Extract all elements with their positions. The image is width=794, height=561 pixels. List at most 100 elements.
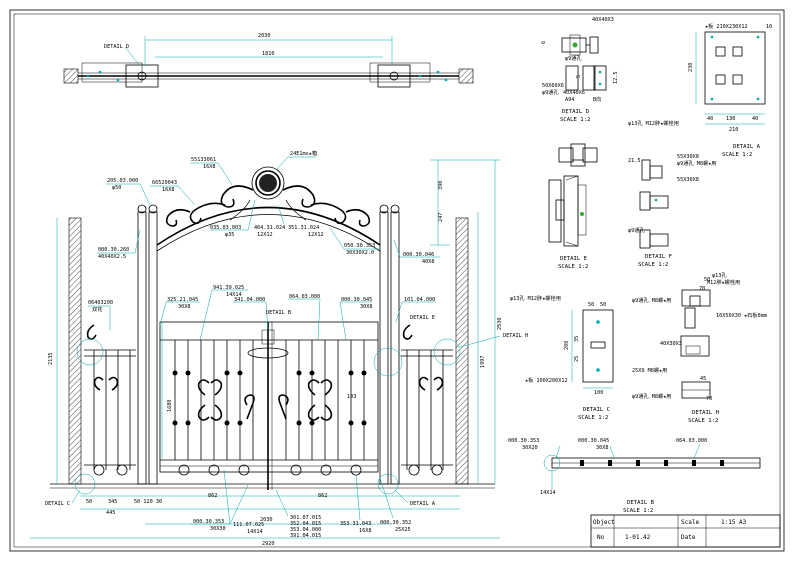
callout-101: 101.04.000 — [404, 297, 435, 303]
detail-d: 40X40X3 6 φ9通孔 50X60X6 φ9通孔 40X40X6 A94 … — [541, 17, 619, 123]
dim-arch-h1: 390 — [438, 181, 444, 190]
detail-c-c5: 35 — [574, 336, 580, 342]
detail-f: 55X30X8 φ9通孔 M8螺★用 55X30X8 21.5 φ9通孔 DET… — [628, 154, 717, 268]
callout-000-045: 000.30.045 — [341, 297, 372, 303]
callout-064: 064.03.000 — [289, 294, 320, 300]
title-block: Object Scale 1:15 A3 No 1-01.42 Date — [590, 514, 781, 548]
date-label: Date — [681, 534, 696, 541]
object-label: Object — [593, 519, 615, 526]
detail-c-scale: SCALE 1:2 — [578, 415, 608, 421]
leaf-bars — [172, 340, 367, 476]
detail-d-hole: φ9通孔 — [565, 54, 582, 62]
callout-351-sub: 12X12 — [308, 232, 324, 238]
detail-a-plate: ★板 210X230X12 — [705, 22, 748, 30]
scale-value: 1:15 A3 — [721, 519, 747, 526]
dim-103: 103 — [347, 394, 356, 400]
detail-d-scale: SCALE 1:2 — [560, 117, 590, 123]
detail-a: ★板 210X230X12 10 230 40 130 40 210 φ13孔 … — [628, 22, 772, 158]
detail-h-h11: 70 — [706, 396, 712, 402]
dim-post-h: 1680 — [167, 400, 173, 413]
callout-0640-sub: 双花 — [92, 305, 102, 313]
gate-elevation: 2135 2530 1997 390 247 1680 103 50 345 5… — [30, 149, 528, 547]
detail-h-h8: 25X9 M8螺★用 — [632, 366, 667, 374]
callout-341: 341.04.000 — [234, 297, 265, 303]
detail-a-w1: 40 — [707, 116, 713, 122]
callout-353: 353.31.043 — [340, 521, 371, 527]
detail-b-b5: 064.03.000 — [676, 438, 707, 444]
detail-c-c6: 25 — [574, 356, 580, 362]
detail-d-d1: 40X40X3 — [592, 17, 614, 23]
detail-c-c4: 100 — [594, 390, 603, 396]
dim-height-right: 2530 — [497, 318, 503, 331]
detail-h: φ13孔 M12肨★螺栓用 50 70 φ9通孔 M8螺★用 10X50X30 … — [632, 271, 767, 424]
detail-d-d3: 50X60X6 — [542, 83, 564, 89]
elevation-callouts: 205.03.000 φ50 66520043 16X8 55133061 16… — [45, 149, 528, 539]
left-wall — [68, 217, 82, 485]
dim-leaf-left: 862 — [208, 493, 217, 499]
detail-h-title: DETAIL H — [692, 410, 719, 416]
callout-205-sub: φ50 — [112, 185, 121, 191]
callout-404: 404.31.024 — [254, 225, 285, 231]
callout-111: 111.07.025 — [233, 522, 264, 528]
callout-000-352-sub: 25X25 — [395, 527, 411, 533]
detail-b-b1: 000.30.353 — [508, 438, 539, 444]
callout-000-353b: 000.30.353 — [193, 519, 224, 525]
sheet-inner-border — [13, 13, 781, 548]
detail-d-d4: 6 — [541, 41, 547, 44]
detail-b-b2: 30X20 — [522, 445, 538, 451]
callout-000-353b-sub: 30X30 — [210, 526, 226, 532]
callout-325-sub: 30X8 — [178, 304, 191, 310]
callout-035-sub: φ35 — [225, 232, 234, 238]
detail-a-wtotal: 210 — [729, 127, 738, 133]
callout-353-sub: 16X8 — [359, 528, 372, 534]
callout-000-352: 000.30.352 — [380, 520, 411, 526]
detail-d-tag: DETAIL D — [104, 44, 129, 50]
detail-a-h2: 10 — [766, 24, 772, 30]
detail-d-hole2: φ9通孔 — [542, 88, 559, 96]
detail-a-title: DETAIL A — [733, 144, 761, 150]
detail-d-title: DETAIL D — [562, 109, 590, 115]
callout-111-sub: 14X14 — [247, 529, 263, 535]
callout-941: 941.39.025 — [213, 285, 244, 291]
right-wall — [455, 217, 469, 485]
detail-b-b6: 14X14 — [540, 490, 556, 496]
detail-a-hole: φ13孔 M12肨★螺栓用 — [628, 119, 679, 127]
detail-c-hole: φ13孔 M12肨★螺栓用 — [510, 294, 561, 302]
callout-050-sub: 30X30X2.0 — [346, 250, 374, 256]
detail-d-d2: 5 — [576, 75, 582, 78]
detail-c: φ13孔 M12肨★螺栓用 50 50 200 35 25 100 ★板 100… — [510, 294, 614, 421]
detail-e-scale: SCALE 1:2 — [558, 264, 588, 270]
callout-301-a: 301.07.015 — [290, 515, 321, 521]
callout-000-260: 000.30.260 — [98, 247, 129, 253]
detail-h-h7: 40X30X3 — [660, 341, 682, 347]
no-label: No — [597, 534, 605, 541]
dim-445: 445 — [106, 510, 115, 516]
callout-301-d: 391.04.015 — [290, 533, 321, 539]
detail-b-tag: DETAIL B — [266, 310, 291, 316]
detail-h-h5: φ9通孔 M8螺★用 — [632, 296, 672, 304]
dim-arch-h2: 247 — [438, 213, 444, 222]
callout-325: 325.21.045 — [167, 297, 198, 303]
detail-e-title: DETAIL E — [560, 256, 588, 262]
detail-h-tag: DETAIL H — [503, 333, 528, 339]
callout-5513-sub: 16X8 — [203, 164, 216, 170]
detail-f-f2: φ9通孔 M8螺★用 — [677, 159, 717, 167]
dim-50: 50 — [86, 499, 92, 505]
detail-d-d6: 12.5 — [613, 72, 619, 85]
callout-5513: 55133061 — [191, 157, 216, 163]
detail-c-c3: 200 — [564, 341, 570, 350]
detail-h-h6: 10X50X30 ★石板8mm — [716, 311, 767, 319]
callout-000-046-sub: 40X8 — [422, 259, 435, 265]
detail-c-c1: 50 — [588, 302, 594, 308]
callout-050: 050.30.353 — [344, 243, 375, 249]
sheet-border — [9, 9, 785, 552]
detail-h-scale: SCALE 1:2 — [688, 418, 718, 424]
callout-941-sub: 14X14 — [226, 292, 242, 298]
detail-a-w3: 40 — [752, 116, 758, 122]
detail-c-tag: DETAIL C — [45, 501, 70, 507]
callout-301-c: 353.04.000 — [290, 527, 321, 533]
detail-b-title: DETAIL B — [627, 500, 655, 506]
detail-h-h2: M12肨★螺栓用 — [707, 278, 740, 286]
dim-50-120-30: 50 120 30 — [134, 499, 162, 505]
detail-a-w2: 130 — [726, 116, 735, 122]
